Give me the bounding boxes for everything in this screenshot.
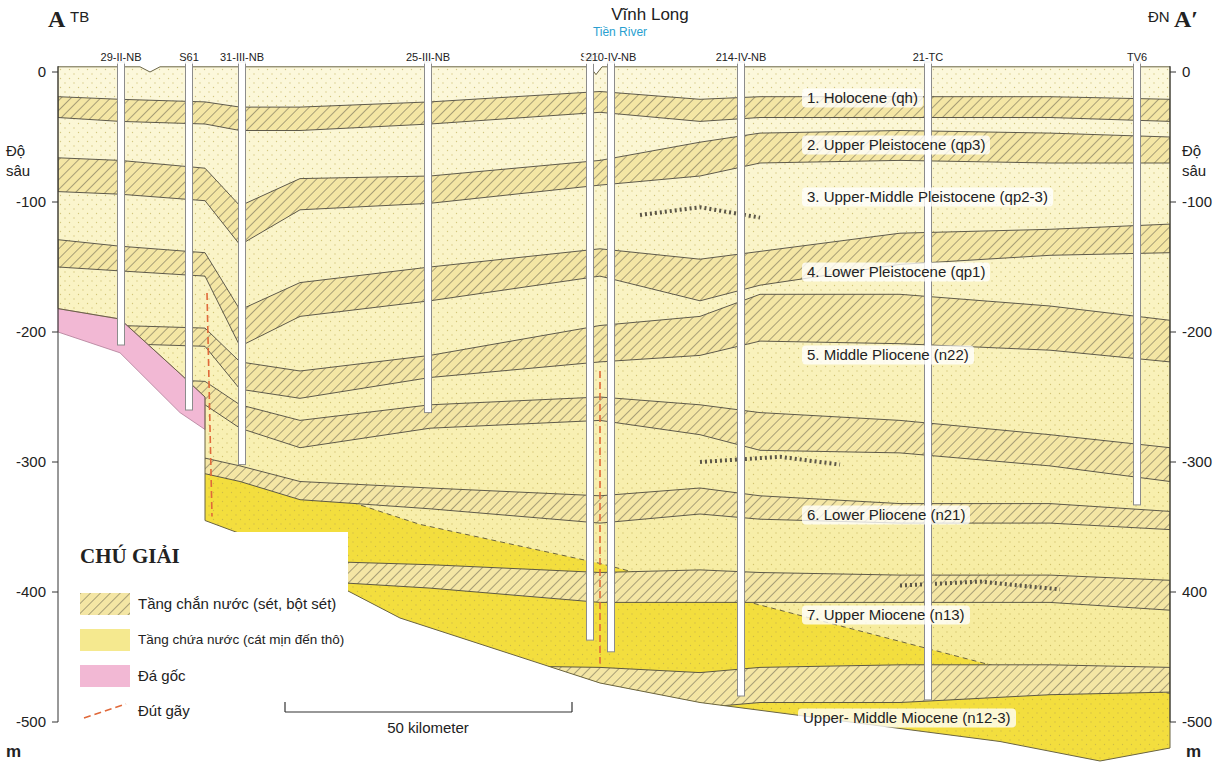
layer-label: 7. Upper Miocene (n13): [802, 605, 970, 624]
layer-label: 6. Lower Pliocene (n21): [802, 505, 970, 524]
legend-swatch: [80, 629, 130, 651]
borehole-label: 29-II-NB: [99, 51, 144, 64]
legend-title: CHÚ GIẢI: [80, 544, 180, 568]
depth-label: m: [1186, 742, 1201, 762]
borehole-label: S61: [177, 51, 201, 64]
river-label: Tiền River: [593, 26, 647, 40]
borehole-label: TV6: [1125, 51, 1149, 64]
depth-label: -300: [16, 453, 46, 470]
scale-label: 50 kilometer: [387, 719, 469, 736]
layer-label: 3. Upper-Middle Pleistocene (qp2-3): [802, 187, 1053, 206]
borehole-label: 210-IV-NB: [584, 51, 639, 64]
text-label: Vĩnh Long: [611, 5, 689, 25]
depth-label: 400: [1182, 583, 1207, 600]
legend-text: Đút gãy: [138, 702, 190, 719]
depth-label: -200: [16, 323, 46, 340]
layer-label: 1. Holocene (qh): [802, 88, 923, 107]
section-end: A′: [1174, 6, 1198, 34]
depth-label: -400: [16, 583, 46, 600]
legend-swatch: [80, 700, 130, 722]
borehole-label: 25-III-NB: [404, 51, 452, 64]
depth-label: 0: [38, 63, 46, 80]
layer-label: Upper- Middle Miocene (n12-3): [798, 708, 1016, 727]
layer-label: 5. Middle Pliocene (n22): [802, 345, 974, 364]
borehole-label: 214-IV-NB: [714, 51, 769, 64]
legend-text: Tầng chắn nước (sét, bột sét): [138, 595, 336, 612]
borehole-label: 21-TC: [911, 51, 946, 64]
depth-label: 0: [1182, 63, 1190, 80]
depth-label: -500: [1182, 713, 1212, 730]
text-label: ĐN: [1148, 8, 1170, 25]
section-end: A: [48, 6, 65, 34]
text-label: TB: [70, 8, 89, 25]
depth-label: -300: [1182, 453, 1212, 470]
legend-text: Tầng chứa nước (cát mịn đến thô): [138, 632, 344, 648]
legend-text: Đá gốc: [138, 667, 186, 684]
legend-swatch: [80, 593, 130, 615]
depth-label: -200: [1182, 323, 1212, 340]
depth-label: -100: [16, 193, 46, 210]
depth-label: -500: [16, 713, 46, 730]
depth-label: Độ sâu: [1182, 141, 1224, 180]
depth-label: -100: [1182, 193, 1212, 210]
legend-swatch: [80, 665, 130, 687]
depth-label: Độ sâu: [6, 141, 48, 180]
depth-label: m: [6, 742, 21, 762]
layer-label: 2. Upper Pleistocene (qp3): [802, 135, 990, 154]
layer-label: 4. Lower Pleistocene (qp1): [802, 262, 990, 281]
borehole-label: 31-III-NB: [218, 51, 266, 64]
